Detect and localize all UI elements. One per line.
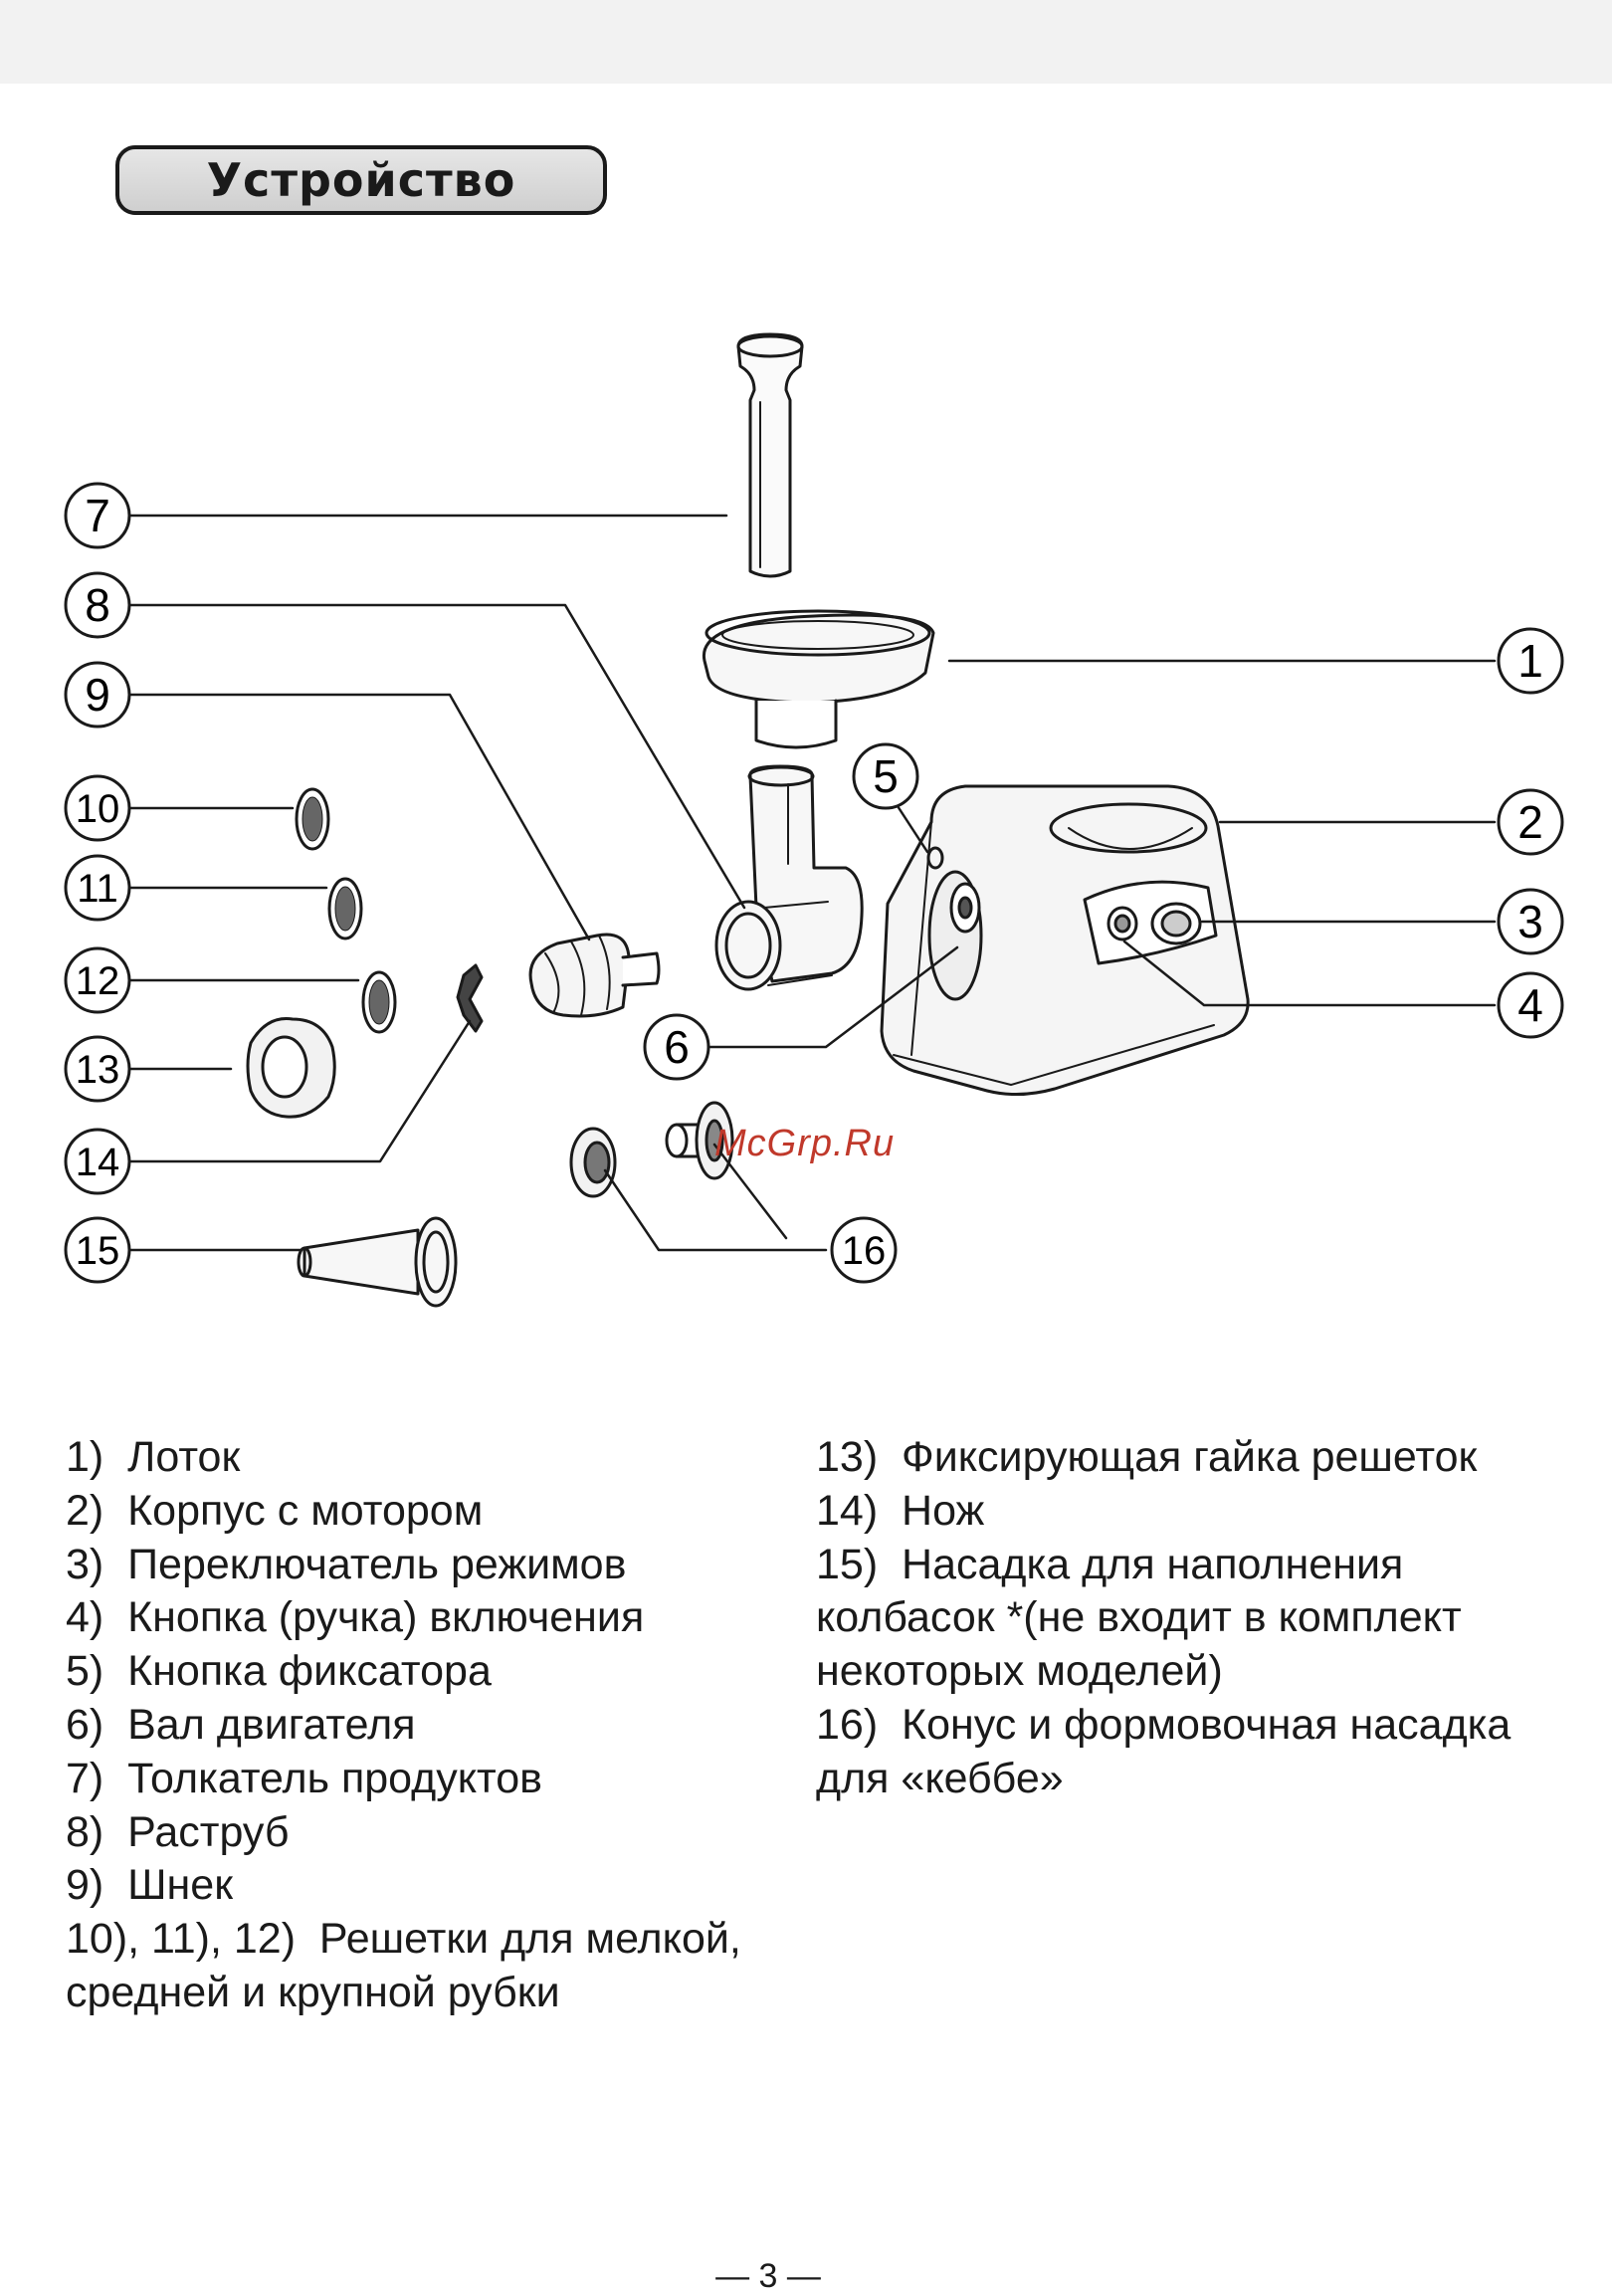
legend-item: 9) Шнек [66,1861,234,1910]
svg-text:1: 1 [1517,635,1543,687]
legend-item: 13) Фиксирующая гайка решеток [816,1433,1478,1481]
callout-13: 13 [64,1035,131,1103]
callout-14: 14 [64,1128,131,1195]
barrel-part [714,764,864,991]
callout-8: 8 [64,571,131,639]
callout-2: 2 [1497,788,1564,856]
parts-legend-right: 13) Фиксирующая гайка решеток 14) Нож 15… [816,1431,1572,1806]
legend-item: 16) Конус и формовочная насадка для «кеб… [816,1700,1523,1802]
svg-text:2: 2 [1517,796,1543,848]
callout-7: 7 [64,482,131,549]
callout-12: 12 [64,946,131,1014]
legend-item: 14) Нож [816,1486,985,1535]
callout-11: 11 [64,854,131,922]
svg-text:8: 8 [85,579,110,631]
callout-16: 16 [830,1216,898,1284]
legend-item: 15) Насадка для наполнения колбасок *(не… [816,1540,1474,1696]
legend-item: 5) Кнопка фиксатора [66,1647,492,1696]
callout-9: 9 [64,661,131,729]
page-number: — 3 — [715,2257,821,2295]
callout-15: 15 [64,1216,131,1284]
callout-10: 10 [64,774,131,842]
legend-item: 8) Раструб [66,1807,290,1856]
callout-4: 4 [1497,971,1564,1039]
svg-text:12: 12 [76,959,120,1003]
page-top-bar [0,0,1612,84]
legend-item: 4) Кнопка (ручка) включения [66,1593,645,1642]
sausage-nozzle-part [297,1216,458,1308]
svg-text:11: 11 [77,867,118,911]
legend-item: 1) Лоток [66,1433,241,1481]
svg-text:16: 16 [842,1229,887,1273]
auger-part [528,933,661,1018]
pusher-part [736,332,804,578]
legend-item: 7) Толкатель продуктов [66,1754,542,1802]
svg-text:5: 5 [873,750,899,802]
parts-legend-left: 1) Лоток 2) Корпус с мотором 3) Переключ… [66,1431,762,2020]
svg-text:7: 7 [85,490,110,541]
kebbe-attachment-part [569,1101,734,1198]
callout-6: 6 [643,1013,710,1081]
legend-item: 2) Корпус с мотором [66,1486,484,1535]
svg-text:10: 10 [76,787,120,831]
tray-part [702,609,935,749]
svg-text:15: 15 [76,1229,120,1273]
motor-body-part [880,784,1250,1097]
section-title: Устройство [115,145,607,215]
svg-text:9: 9 [85,669,110,721]
callouts: 7 8 9 10 11 12 13 14 15 1 2 3 4 5 6 16 [64,482,1564,1284]
legend-item: 10), 11), 12) Решетки для мелкой, средне… [66,1915,753,2016]
leader-lines [127,514,1497,1252]
knife-part [456,963,484,1033]
callout-3: 3 [1497,888,1564,955]
svg-text:6: 6 [664,1021,690,1073]
legend-item: 3) Переключатель режимов [66,1540,627,1588]
svg-text:13: 13 [76,1048,120,1092]
grids-part [295,787,397,1034]
meat-grinder-diagram: 7 8 9 10 11 12 13 14 15 1 2 3 4 5 6 16 [64,332,1564,1308]
svg-text:3: 3 [1517,896,1543,947]
motor-shaft-part [957,896,973,920]
svg-text:14: 14 [76,1141,120,1184]
svg-text:4: 4 [1517,979,1543,1031]
callout-5: 5 [852,742,919,810]
callout-1: 1 [1497,627,1564,695]
legend-item: 6) Вал двигателя [66,1700,416,1749]
watermark: McGrp.Ru [714,1123,896,1164]
nut-part [246,1017,336,1119]
